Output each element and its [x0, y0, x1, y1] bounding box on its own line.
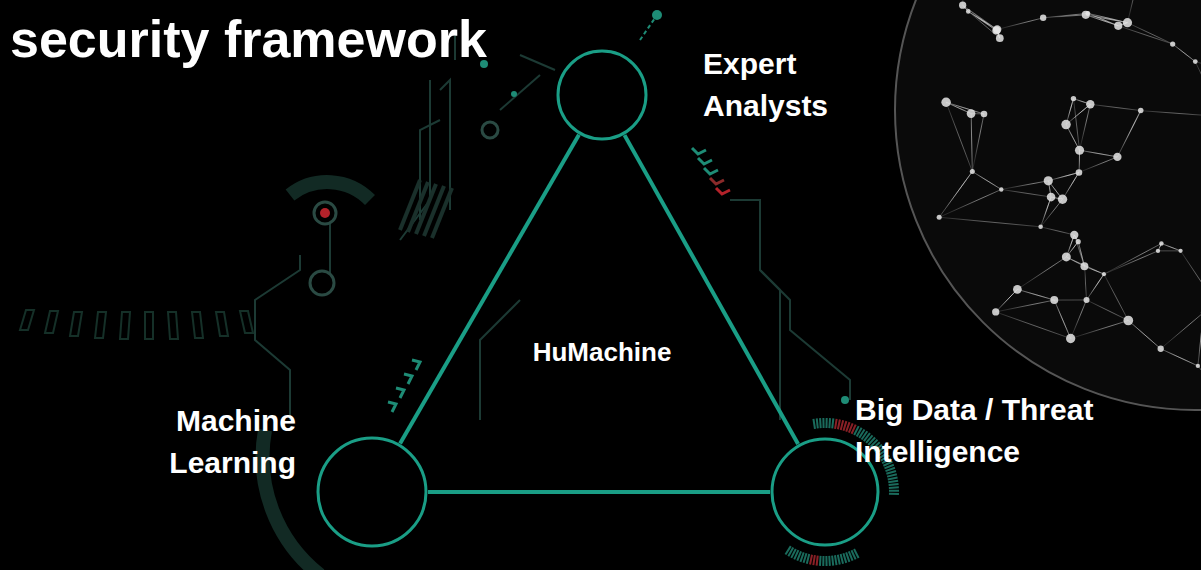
title: security framework — [10, 8, 487, 70]
circle-node: Machine Learning — [316, 436, 428, 548]
center-label: HuMachine — [533, 337, 672, 368]
triangle-side — [428, 490, 770, 494]
triangle-side — [625, 135, 799, 444]
node-label: Expert Analysts — [703, 43, 853, 127]
triangle-side — [400, 135, 579, 444]
gauge-segments — [20, 310, 253, 339]
stripe-bars — [400, 180, 452, 238]
network-globe — [895, 0, 1201, 410]
circle-node: Big Data / Threat Intelligence — [770, 437, 880, 547]
circle-outline — [316, 436, 428, 548]
node-label: Machine Learning — [136, 400, 296, 484]
indicator-dot — [310, 202, 336, 295]
circle-outline — [556, 49, 648, 141]
circle-node: Expert Analysts — [556, 49, 648, 141]
node-label: Big Data / Threat Intelligence — [855, 389, 1125, 473]
